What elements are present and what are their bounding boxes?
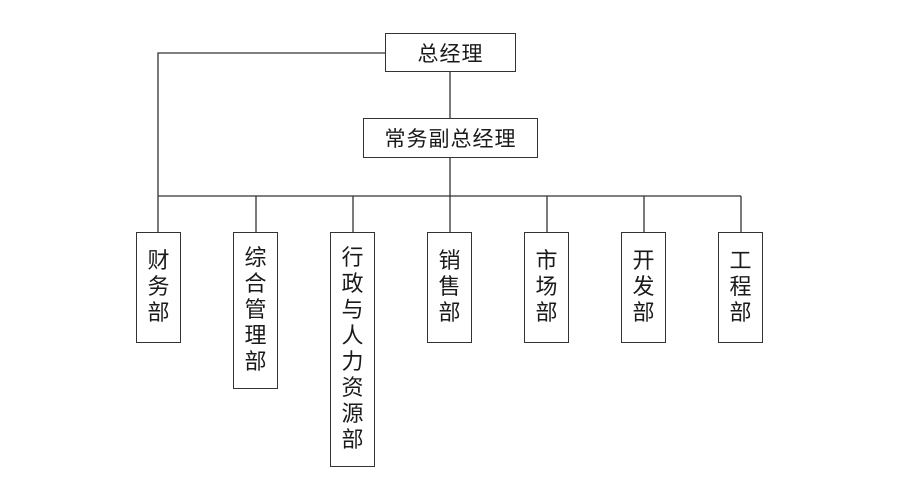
node-dept-sales: 销售部 (427, 232, 472, 343)
node-dept-general-management-label: 综合管理部 (244, 245, 267, 375)
node-executive-deputy-gm: 常务副总经理 (363, 118, 538, 158)
connector-top-to-finance (157, 52, 385, 196)
node-dept-finance: 财务部 (136, 232, 181, 343)
node-dept-finance-label: 财务部 (147, 248, 170, 326)
node-dept-general-management: 综合管理部 (233, 232, 278, 389)
node-dept-sales-label: 销售部 (438, 248, 461, 326)
node-dept-engineering: 工程部 (718, 232, 763, 343)
node-dept-development-label: 开发部 (632, 248, 655, 326)
node-dept-marketing-label: 市场部 (535, 248, 558, 326)
node-general-manager-label: 总经理 (417, 41, 484, 66)
node-executive-deputy-gm-label: 常务副总经理 (384, 127, 517, 151)
node-dept-engineering-label: 工程部 (729, 248, 752, 326)
node-dept-admin-hr: 行政与人力资源部 (330, 232, 375, 467)
node-dept-development: 开发部 (621, 232, 666, 343)
node-dept-admin-hr-label: 行政与人力资源部 (341, 245, 364, 453)
node-general-manager: 总经理 (385, 33, 516, 72)
node-dept-marketing: 市场部 (524, 232, 569, 343)
